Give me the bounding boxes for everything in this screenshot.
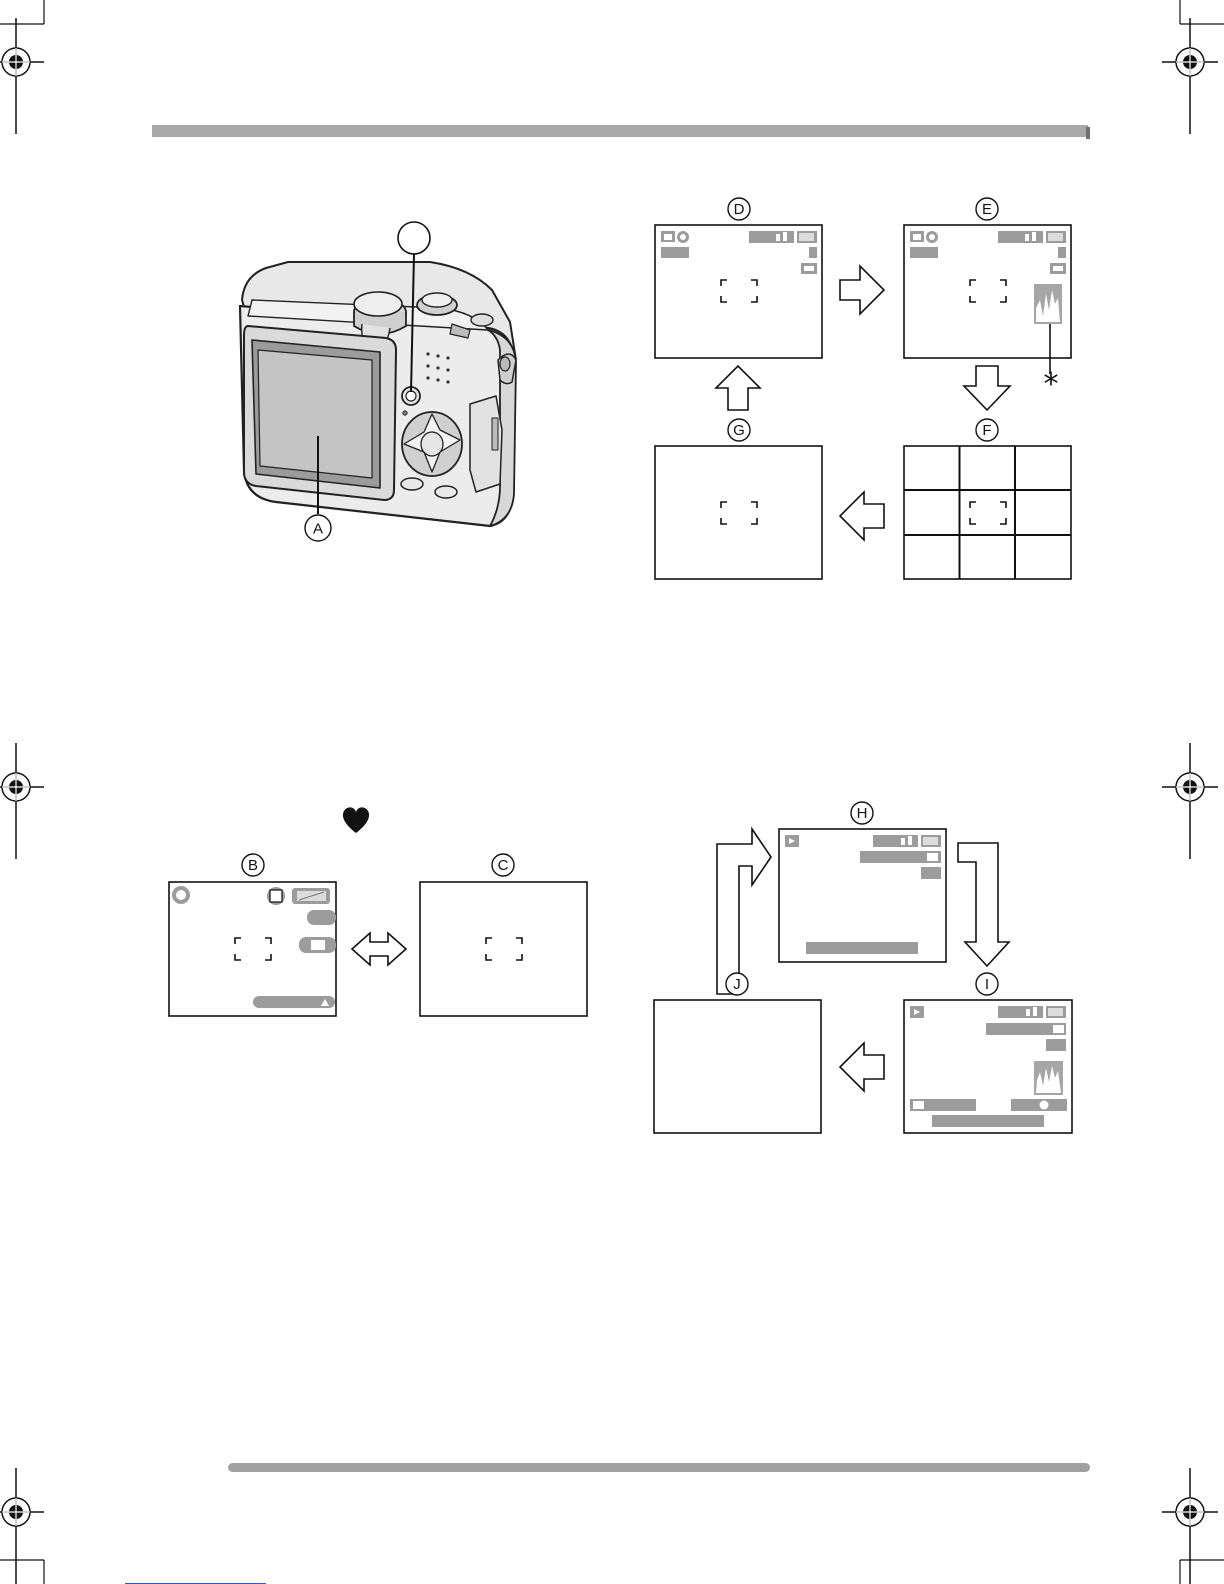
display-button-callout bbox=[398, 222, 430, 254]
screen-i bbox=[904, 1000, 1072, 1133]
arrow-g-to-d bbox=[716, 366, 760, 410]
callout-f: F bbox=[976, 419, 998, 441]
screen-f-grid bbox=[904, 446, 1071, 579]
svg-text:E: E bbox=[982, 201, 992, 218]
screen-g bbox=[655, 446, 822, 579]
callout-g: G bbox=[728, 419, 750, 441]
histogram-note: * bbox=[1044, 367, 1059, 402]
arrow-e-to-f bbox=[964, 366, 1010, 410]
callout-d: D bbox=[728, 198, 750, 220]
arrow-b-c bbox=[352, 933, 406, 965]
screen-h bbox=[779, 829, 946, 962]
arrow-i-to-j bbox=[840, 1043, 884, 1091]
heart-icon bbox=[343, 807, 369, 833]
histogram-icon bbox=[1034, 1061, 1063, 1095]
callout-b: B bbox=[242, 854, 264, 876]
arrow-f-to-g bbox=[840, 492, 884, 540]
arrow-d-to-e bbox=[840, 266, 884, 314]
callout-h: H bbox=[851, 802, 873, 824]
svg-text:F: F bbox=[982, 422, 991, 439]
camera-illustration bbox=[240, 262, 516, 526]
screen-c bbox=[420, 882, 587, 1016]
screen-j bbox=[654, 1000, 821, 1133]
svg-text:H: H bbox=[857, 805, 868, 822]
svg-text:D: D bbox=[734, 201, 745, 218]
svg-text:B: B bbox=[248, 857, 258, 874]
arrow-j-to-h bbox=[717, 829, 771, 994]
footer-rule bbox=[228, 1463, 1090, 1472]
callout-e: E bbox=[976, 198, 998, 220]
histogram-icon bbox=[1034, 284, 1062, 324]
svg-text:C: C bbox=[498, 857, 509, 874]
callout-a: A bbox=[305, 515, 331, 541]
screen-b bbox=[169, 882, 336, 1016]
callout-c: C bbox=[492, 854, 514, 876]
screen-e bbox=[904, 225, 1071, 374]
svg-text:I: I bbox=[985, 976, 989, 993]
svg-text:J: J bbox=[733, 976, 741, 993]
screen-d bbox=[655, 225, 822, 358]
arrow-h-to-i bbox=[958, 843, 1009, 966]
callout-j: J bbox=[726, 973, 748, 995]
callout-i: I bbox=[976, 973, 998, 995]
header-rule bbox=[152, 125, 1088, 137]
callout-a-label: A bbox=[313, 521, 323, 538]
svg-text:G: G bbox=[733, 422, 745, 439]
